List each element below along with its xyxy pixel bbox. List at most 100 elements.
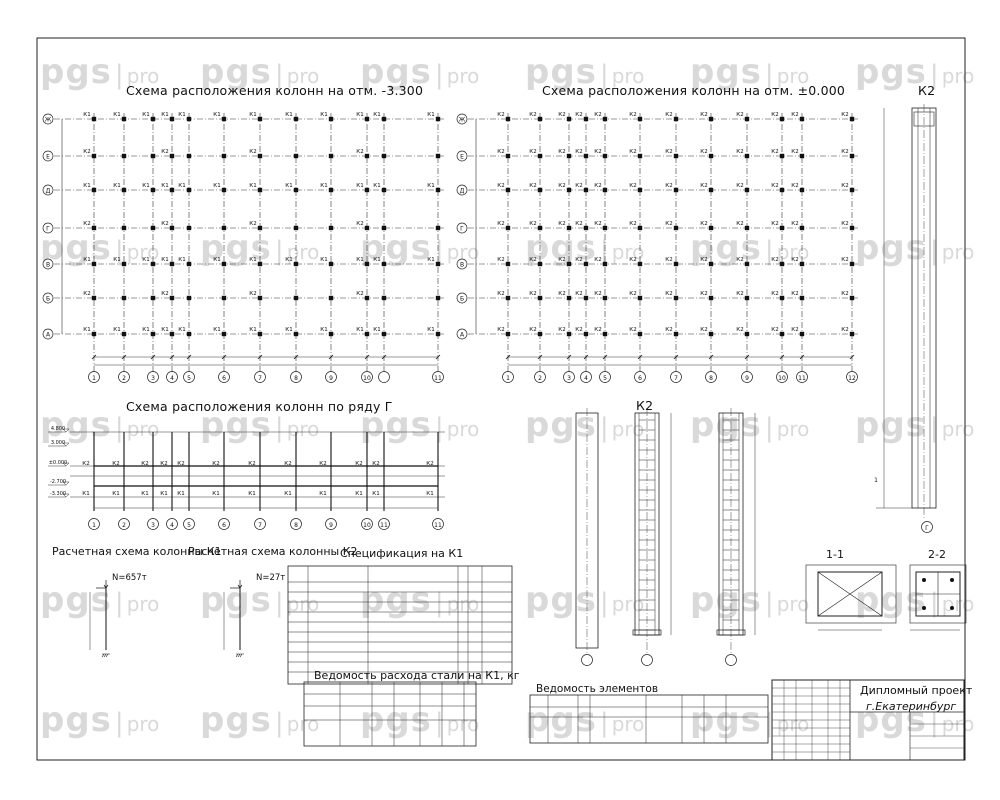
column-mark bbox=[779, 295, 785, 301]
column-tag: К1 bbox=[178, 183, 185, 189]
column-tag: К2 bbox=[356, 149, 363, 155]
column-tag: К1 bbox=[113, 112, 120, 118]
column-mark bbox=[799, 331, 805, 337]
column-tag: К1 bbox=[373, 112, 380, 118]
column-mark bbox=[779, 153, 785, 159]
column-mark bbox=[91, 187, 97, 193]
support bbox=[101, 653, 110, 658]
column-tag: К2 bbox=[594, 221, 601, 227]
column-tag: К1 bbox=[427, 112, 434, 118]
column-mark bbox=[744, 225, 750, 231]
row-bubble bbox=[42, 184, 54, 196]
column-tag: К1 bbox=[285, 183, 292, 189]
column-mark bbox=[91, 261, 97, 267]
column-tag: К2 bbox=[355, 461, 362, 467]
calc-k1-title: Расчетная схема колонны К1 bbox=[52, 545, 222, 558]
column-tag: К2 bbox=[529, 221, 536, 227]
col-bubble bbox=[705, 371, 717, 383]
col-bubble-label: 9 bbox=[329, 522, 333, 529]
column-mark bbox=[799, 225, 805, 231]
column-tag: К2 bbox=[665, 291, 672, 297]
column-tag: К2 bbox=[575, 257, 582, 263]
k2-center-title: К2 bbox=[636, 398, 654, 413]
column-mark bbox=[505, 153, 511, 159]
column-mark bbox=[121, 261, 127, 267]
plan2-title: Схема расположения колонн на отм. ±0.000 bbox=[542, 83, 846, 98]
column-mark bbox=[673, 153, 679, 159]
col-bubble bbox=[325, 518, 337, 530]
steel-table-outline bbox=[303, 681, 477, 747]
column-tag: К2 bbox=[161, 149, 168, 155]
col-bubble bbox=[166, 371, 178, 383]
column-mark bbox=[435, 331, 441, 337]
column-mark bbox=[221, 261, 227, 267]
column-mark bbox=[602, 261, 608, 267]
col-bubble bbox=[290, 371, 302, 383]
row-bubble bbox=[456, 292, 468, 304]
column-mark bbox=[328, 225, 334, 231]
column-mark bbox=[505, 331, 511, 337]
column-mark bbox=[537, 261, 543, 267]
column-tag: К2 bbox=[791, 257, 798, 263]
sheet-frame bbox=[36, 37, 966, 761]
column-mark bbox=[381, 116, 387, 122]
column-mark bbox=[186, 331, 192, 337]
level-label: 4.800 bbox=[51, 426, 65, 432]
col-bubble-label: 6 bbox=[638, 375, 642, 382]
column-tag: К1 bbox=[142, 327, 149, 333]
column-tag: К2 bbox=[249, 291, 256, 297]
col-bubble bbox=[741, 371, 753, 383]
column-mark bbox=[293, 295, 299, 301]
level-triangle bbox=[62, 442, 70, 447]
col-bubble-label: 10 bbox=[778, 375, 786, 382]
tables bbox=[287, 565, 769, 747]
column-mark bbox=[257, 295, 263, 301]
bolt bbox=[922, 578, 926, 582]
col-bubble-label: 2 bbox=[122, 375, 126, 382]
column-tag: К2 bbox=[558, 221, 565, 227]
column-mark bbox=[150, 116, 156, 122]
column-mark bbox=[169, 261, 175, 267]
col-bubble bbox=[580, 371, 592, 383]
column-mark bbox=[673, 331, 679, 337]
column-mark bbox=[849, 187, 855, 193]
title-block-city: г.Екатеринбург bbox=[866, 700, 957, 713]
column-tag: К2 bbox=[497, 112, 504, 118]
col-bubble bbox=[183, 371, 195, 383]
column-tag: К1 bbox=[249, 112, 256, 118]
dim-tick bbox=[799, 354, 805, 360]
row-bubble-label: Ж bbox=[459, 117, 466, 124]
column-tag: К1 bbox=[83, 183, 90, 189]
column-mark bbox=[566, 187, 572, 193]
column-tag: К1 bbox=[83, 327, 90, 333]
row-g-elevation: 1К2К12К2К13К2К14К2К15К2К16К2К17К2К18К2К1… bbox=[48, 426, 445, 530]
column-mark bbox=[91, 331, 97, 337]
column-mark bbox=[779, 116, 785, 122]
diag bbox=[817, 571, 883, 617]
column-tag: К2 bbox=[558, 327, 565, 333]
column-mark bbox=[505, 295, 511, 301]
column-tag: К2 bbox=[594, 327, 601, 333]
dim-tick bbox=[150, 354, 156, 360]
column-tag: К1 bbox=[142, 257, 149, 263]
column-tag: К2 bbox=[558, 183, 565, 189]
column-tag: К1 bbox=[356, 183, 363, 189]
col-bubble-label: 1 bbox=[92, 522, 96, 529]
dim-tick bbox=[537, 354, 543, 360]
column-mark bbox=[779, 331, 785, 337]
column-mark bbox=[150, 153, 156, 159]
column-tag: К2 bbox=[771, 221, 778, 227]
column-tag: К2 bbox=[791, 221, 798, 227]
column-tag: К2 bbox=[629, 112, 636, 118]
axis-bubble-label: Г bbox=[925, 525, 929, 532]
column-mark bbox=[505, 187, 511, 193]
column-mark bbox=[708, 225, 714, 231]
column-tag: К2 bbox=[575, 149, 582, 155]
column-tag: К1 bbox=[82, 491, 89, 497]
level-label: 3.000 bbox=[51, 440, 65, 446]
dim-tick bbox=[744, 354, 750, 360]
elements-title: Ведомость элементов bbox=[536, 683, 659, 695]
dim-tick bbox=[673, 354, 679, 360]
column-tag: К1 bbox=[113, 183, 120, 189]
column-tag: К2 bbox=[497, 291, 504, 297]
